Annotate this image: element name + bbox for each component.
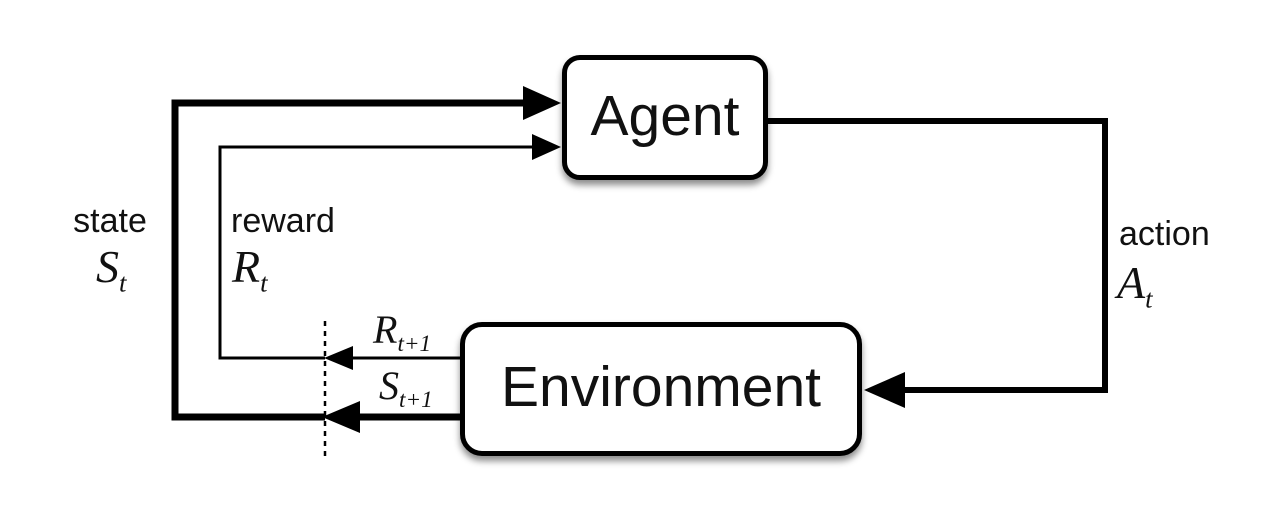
next-reward-symbol-subscript: t+1 bbox=[397, 331, 432, 358]
state-word-label: state bbox=[73, 202, 147, 240]
agent-label: Agent bbox=[590, 83, 740, 148]
state-arrowhead-icon bbox=[523, 86, 561, 120]
action-line bbox=[766, 118, 1108, 393]
next-reward-arrowhead-icon bbox=[324, 346, 353, 370]
reward-word-label: reward bbox=[231, 202, 335, 240]
reward-arrowhead-icon bbox=[532, 134, 561, 160]
next-reward-symbol: Rt+1 bbox=[373, 306, 431, 356]
reward-symbol-subscript: t bbox=[260, 267, 268, 298]
state-symbol-subscript: t bbox=[119, 267, 127, 298]
next-state-symbol: St+1 bbox=[379, 362, 433, 412]
reward-line bbox=[218, 145, 537, 360]
action-arrowhead-icon bbox=[864, 372, 905, 408]
next-state-arrowhead-icon bbox=[322, 401, 360, 433]
state-symbol: St bbox=[96, 240, 126, 296]
agent-box: Agent bbox=[562, 55, 768, 180]
next-reward-symbol-letter: R bbox=[373, 307, 398, 352]
next-state-symbol-letter: S bbox=[379, 363, 399, 408]
state-symbol-letter: S bbox=[96, 241, 119, 292]
action-symbol-subscript: t bbox=[1145, 283, 1153, 314]
environment-label: Environment bbox=[501, 355, 821, 419]
reward-symbol: Rt bbox=[232, 240, 268, 296]
reward-symbol-letter: R bbox=[232, 241, 261, 292]
action-symbol-letter: A bbox=[1117, 257, 1146, 308]
state-line bbox=[171, 99, 527, 421]
next-state-symbol-subscript: t+1 bbox=[399, 387, 433, 414]
environment-box: Environment bbox=[460, 322, 862, 456]
action-symbol: At bbox=[1117, 256, 1153, 312]
action-word-label: action bbox=[1119, 215, 1210, 253]
